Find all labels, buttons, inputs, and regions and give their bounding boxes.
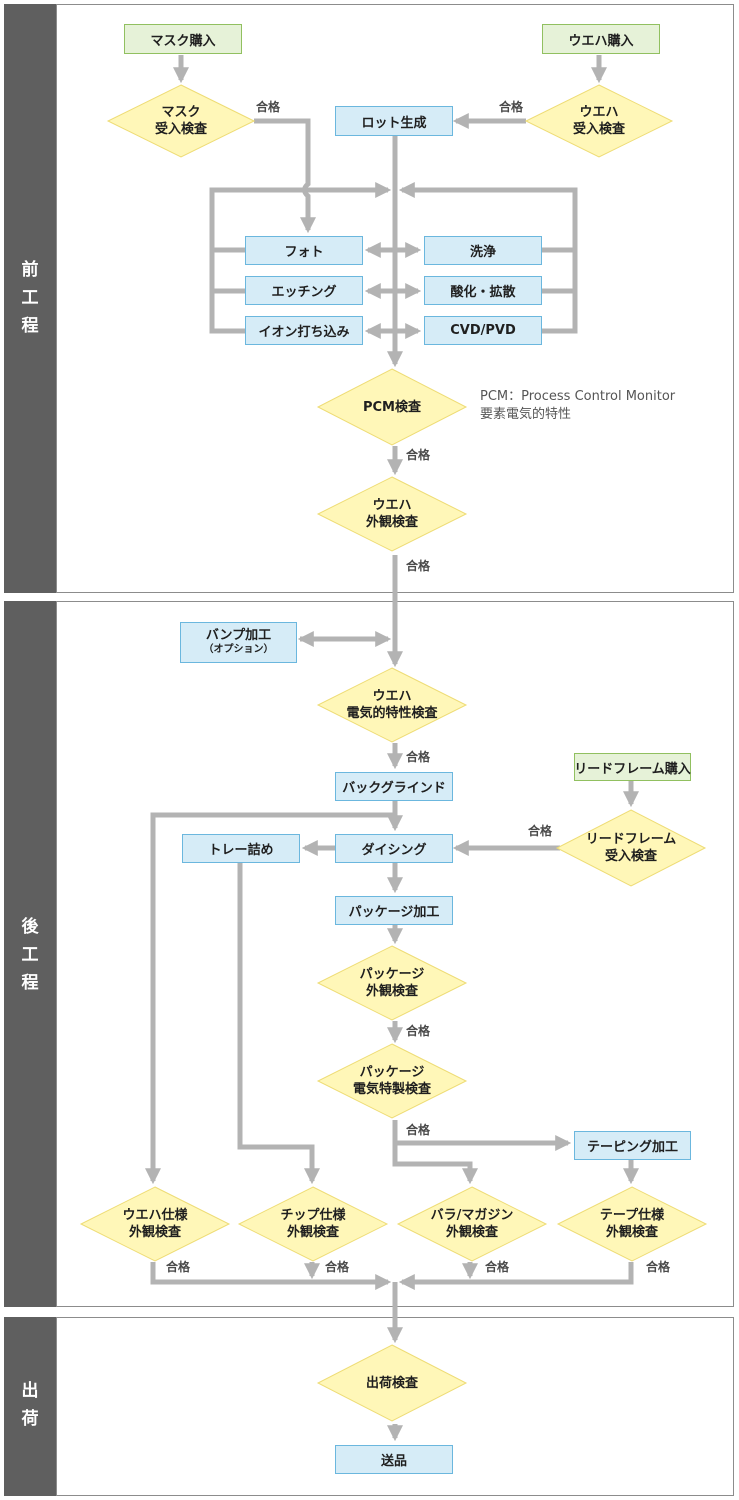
label-pkg-visual: パッケージ外観検査 xyxy=(359,967,425,999)
node-lot: ロット生成 xyxy=(335,106,453,136)
diamond-chip-spec xyxy=(237,1186,389,1262)
label-pkg-elec: パッケージ電気特製検査 xyxy=(352,1065,431,1097)
node-tray: トレー詰め xyxy=(182,834,300,863)
pass-label-bara: 合格 xyxy=(485,1260,510,1274)
arrow-to-wafer-spec xyxy=(144,812,395,1185)
node-wafer-buy: ウエハ購入 xyxy=(542,24,660,54)
node-bump-line2: （オプション） xyxy=(203,643,274,655)
node-ion: イオン打ち込み xyxy=(245,316,363,345)
pass-label-tape-spec: 合格 xyxy=(646,1260,671,1274)
node-taping: テーピング加工 xyxy=(574,1131,691,1160)
arrow-tape-spec-out xyxy=(398,1262,634,1291)
pcm-note: PCM：Process Control Monitor 要素電気的特性 xyxy=(480,388,675,424)
node-package: パッケージ加工 xyxy=(335,896,453,925)
label-ship-insp: 出荷検査 xyxy=(365,1375,418,1391)
diamond-wafer-visual xyxy=(316,476,468,552)
sidebar-back xyxy=(4,601,56,1307)
node-oxid: 酸化・拡散 xyxy=(424,276,542,305)
node-dicing: ダイシング xyxy=(335,834,453,863)
label-lf-insp: リードフレーム受入検査 xyxy=(585,832,677,864)
arrow-loop-right xyxy=(398,181,578,334)
label-mask-insp: マスク受入検査 xyxy=(154,105,207,137)
sidebar-ship xyxy=(4,1317,56,1496)
pass-label-wafer-spec: 合格 xyxy=(166,1260,191,1274)
node-lf-buy: リードフレーム購入 xyxy=(574,753,691,781)
node-bump: バンプ加工 （オプション） xyxy=(180,622,297,663)
section-label-front: 前 工 程 xyxy=(21,260,39,336)
label-wafer-visual: ウエハ外観検査 xyxy=(365,498,418,530)
node-photo: フォト xyxy=(245,236,363,265)
label-tape-spec: テープ仕様外観検査 xyxy=(599,1208,665,1240)
node-mask-buy: マスク購入 xyxy=(124,24,242,54)
diamond-wafer-insp xyxy=(524,84,674,158)
pass-label-wafer-visual: 合格 xyxy=(406,559,431,573)
node-send: 送品 xyxy=(335,1445,453,1474)
label-chip-spec: チップ仕様外観検査 xyxy=(280,1208,346,1240)
diamond-pkg-elec xyxy=(316,1043,468,1119)
node-cvd: CVD/PVD xyxy=(424,316,542,345)
label-wafer-insp: ウエハ受入検査 xyxy=(572,105,625,137)
section-label-back: 後 工 程 xyxy=(21,917,39,993)
diamond-wafer-spec xyxy=(79,1186,231,1262)
pass-label-wafer-elec: 合格 xyxy=(406,750,431,764)
node-etch: エッチング xyxy=(245,276,363,305)
sidebar-front xyxy=(4,4,56,593)
diamond-tape-spec xyxy=(556,1186,708,1262)
arrow-loop-left xyxy=(209,181,392,334)
arrow-tray-to-chip xyxy=(237,863,321,1185)
arrow-mask-to-photo xyxy=(254,118,317,234)
diamond-mask-insp xyxy=(106,84,256,158)
node-backgrind: バックグラインド xyxy=(335,772,453,801)
pass-label-lf: 合格 xyxy=(528,824,553,838)
pass-label-wafer: 合格 xyxy=(499,100,524,114)
diamond-ship-insp xyxy=(316,1344,468,1422)
diamond-wafer-elec xyxy=(316,667,468,743)
arrow-wafer-spec-out xyxy=(150,1262,392,1291)
pass-label-mask: 合格 xyxy=(256,100,281,114)
label-bara: バラ/マガジン外観検査 xyxy=(430,1208,514,1240)
label-wafer-elec: ウエハ電気的特性検査 xyxy=(346,689,438,721)
node-bump-line1: バンプ加工 xyxy=(205,627,272,643)
pass-label-pcm: 合格 xyxy=(406,448,431,462)
diamond-pcm xyxy=(316,368,468,446)
diamond-bara xyxy=(396,1186,548,1262)
pass-label-pkg-visual: 合格 xyxy=(406,1024,431,1038)
pcm-note-line1: PCM：Process Control Monitor xyxy=(480,389,676,404)
label-pcm: PCM検査 xyxy=(362,399,421,415)
pass-label-pkg-elec: 合格 xyxy=(406,1123,431,1137)
node-clean: 洗浄 xyxy=(424,236,542,265)
diamond-lf-insp xyxy=(555,809,707,887)
pass-label-chip-spec: 合格 xyxy=(325,1260,350,1274)
diamond-pkg-visual xyxy=(316,945,468,1021)
label-wafer-spec: ウエハ仕様外観検査 xyxy=(122,1208,188,1240)
pcm-note-line2: 要素電気的特性 xyxy=(480,407,572,422)
section-label-ship: 出 荷 xyxy=(21,1381,39,1429)
